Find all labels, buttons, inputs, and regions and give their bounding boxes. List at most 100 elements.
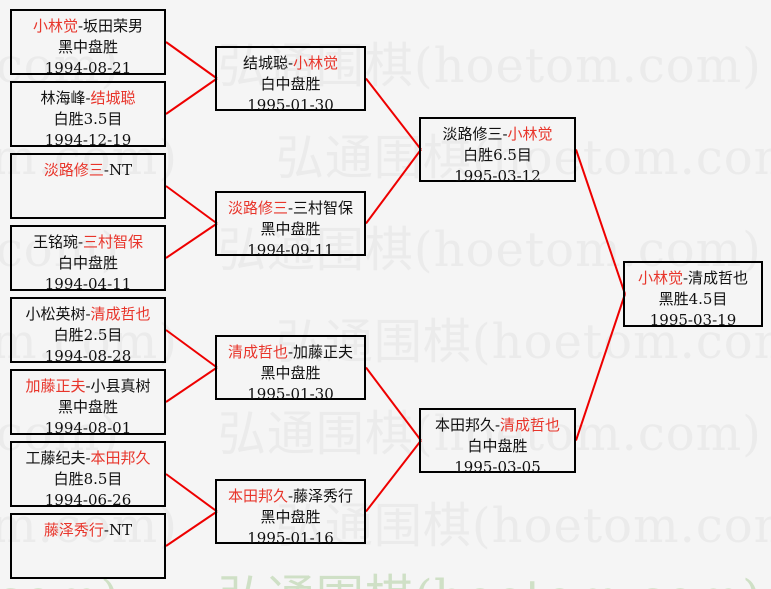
match-box-round-2-3: 清成哲也-加藤正夫黑中盘胜 1995-01-30 (215, 335, 366, 403)
loser-name: -NT (103, 521, 133, 539)
winner-name: 清成哲也 (90, 305, 151, 323)
bracket-connector (365, 439, 422, 513)
watermark-text: 弘通围棋(hoetom.com) 弘通围棋(hoetom.com) 弘通围棋(h… (0, 38, 771, 94)
match-date: 1995-03-12 (454, 167, 541, 185)
watermark-text: 弘通围棋(hoetom.com) 弘通围棋(hoetom.com) 弘通围棋(h… (0, 130, 771, 186)
bracket-connector (165, 77, 218, 115)
loser-name: -藤泽秀行 (287, 487, 354, 505)
match-players: 本田邦久-藤泽秀行 (217, 486, 364, 507)
match-result: 白胜6.5目 (463, 146, 532, 164)
match-result: 白中盘胜 (57, 254, 118, 272)
loser-name: 工藤纪夫- (25, 449, 91, 467)
loser-name: 小松英树- (25, 305, 91, 323)
winner-name: 加藤正夫 (25, 377, 86, 395)
match-result: 白中盘胜 (467, 437, 528, 455)
match-date: 1995-01-30 (247, 96, 334, 114)
match-players: 林海峰-结城聪 (12, 88, 164, 109)
match-result: 黑中盘胜 (260, 220, 321, 238)
match-box-round-1-3: 淡路修三-NT (10, 153, 166, 219)
match-players: 工藤纪夫-本田邦久 (12, 448, 164, 469)
match-result: 白胜2.5目 (53, 326, 123, 344)
match-date: 1994-09-11 (247, 241, 334, 259)
bracket-connector (165, 366, 218, 403)
match-date: 1994-12-19 (44, 131, 132, 149)
match-date: 1995-01-16 (247, 529, 334, 547)
match-players: 加藤正夫-小县真树 (12, 376, 164, 397)
loser-name: -NT (103, 161, 133, 179)
watermark-text: 弘通围棋(hoetom.com) 弘通围棋(hoetom.com) 弘通围棋(h… (0, 222, 771, 278)
winner-name: 清成哲也 (227, 343, 288, 361)
match-players: 小林觉-坂田荣男 (12, 16, 164, 37)
match-result: 黑胜4.5目 (658, 290, 728, 308)
loser-name: 本田邦久- (434, 416, 501, 434)
loser-name: -坂田荣男 (77, 17, 144, 35)
match-players: 淡路修三-小林觉 (421, 124, 574, 145)
match-result: 黑中盘胜 (57, 398, 118, 416)
match-date: 1994-06-26 (44, 491, 132, 509)
bracket-connector (575, 149, 626, 295)
bracket-connector (165, 510, 218, 547)
winner-name: 小林觉 (293, 54, 339, 72)
match-date: 1994-08-28 (44, 347, 132, 365)
match-players: 淡路修三-三村智保 (217, 198, 364, 219)
bracket-connector (165, 473, 218, 513)
match-date: 1994-08-01 (44, 419, 132, 437)
loser-name: 淡路修三- (442, 125, 508, 143)
match-result: 黑中盘胜 (260, 364, 321, 382)
match-date: 1994-04-11 (44, 275, 132, 293)
loser-name: -小县真树 (85, 377, 151, 395)
match-box-round-1-8: 藤泽秀行-NT (10, 513, 166, 579)
winner-name: 淡路修三 (43, 161, 104, 179)
winner-name: 小林觉 (32, 17, 78, 35)
match-players: 小林觉-清成哲也 (625, 268, 761, 289)
match-date: 1995-03-05 (454, 458, 541, 476)
match-players: 淡路修三-NT (12, 160, 164, 181)
bracket-connector (365, 77, 422, 151)
winner-name: 三村智保 (83, 233, 144, 251)
winner-name: 藤泽秀行 (43, 521, 104, 539)
bracket-connector (365, 366, 422, 442)
winner-name: 小林觉 (637, 269, 683, 287)
loser-name: 王铭琬- (32, 233, 84, 251)
loser-name: -清成哲也 (682, 269, 749, 287)
bracket-connector (165, 222, 218, 259)
match-date: 1994-08-21 (44, 59, 132, 77)
bracket-connector (165, 185, 218, 225)
winner-name: 本田邦久 (90, 449, 151, 467)
winner-name: 清成哲也 (500, 416, 561, 434)
loser-name: 林海峰- (40, 89, 91, 107)
match-players: 藤泽秀行-NT (12, 520, 164, 541)
loser-name: -三村智保 (287, 199, 354, 217)
bracket-connector (575, 293, 626, 441)
loser-name: -加藤正夫 (287, 343, 354, 361)
match-players: 本田邦久-清成哲也 (421, 415, 574, 436)
winner-name: 结城聪 (90, 89, 136, 107)
winner-name: 本田邦久 (227, 487, 288, 505)
watermark-text: 弘通围棋(hoetom.com) 弘通围棋(hoetom.com) 弘通围棋(h… (0, 314, 771, 370)
match-result: 黑中盘胜 (57, 38, 118, 56)
match-result: 白胜8.5目 (53, 470, 123, 488)
winner-name: 小林觉 (507, 125, 553, 143)
match-players: 小松英树-清成哲也 (12, 304, 164, 325)
match-box-round-2-2: 淡路修三-三村智保黑中盘胜 1994-09-11 (215, 191, 366, 259)
match-players: 王铭琬-三村智保 (12, 232, 164, 253)
match-date: 1995-01-30 (247, 385, 334, 403)
watermark-text: 弘通围棋(hoetom.com) 弘通围棋(hoetom.com) 弘通围棋(h… (0, 498, 771, 554)
match-result: 黑中盘胜 (260, 508, 321, 526)
loser-name: 结城聪- (242, 54, 294, 72)
match-date: 1995-03-19 (649, 311, 737, 329)
bracket-connector (365, 148, 422, 225)
